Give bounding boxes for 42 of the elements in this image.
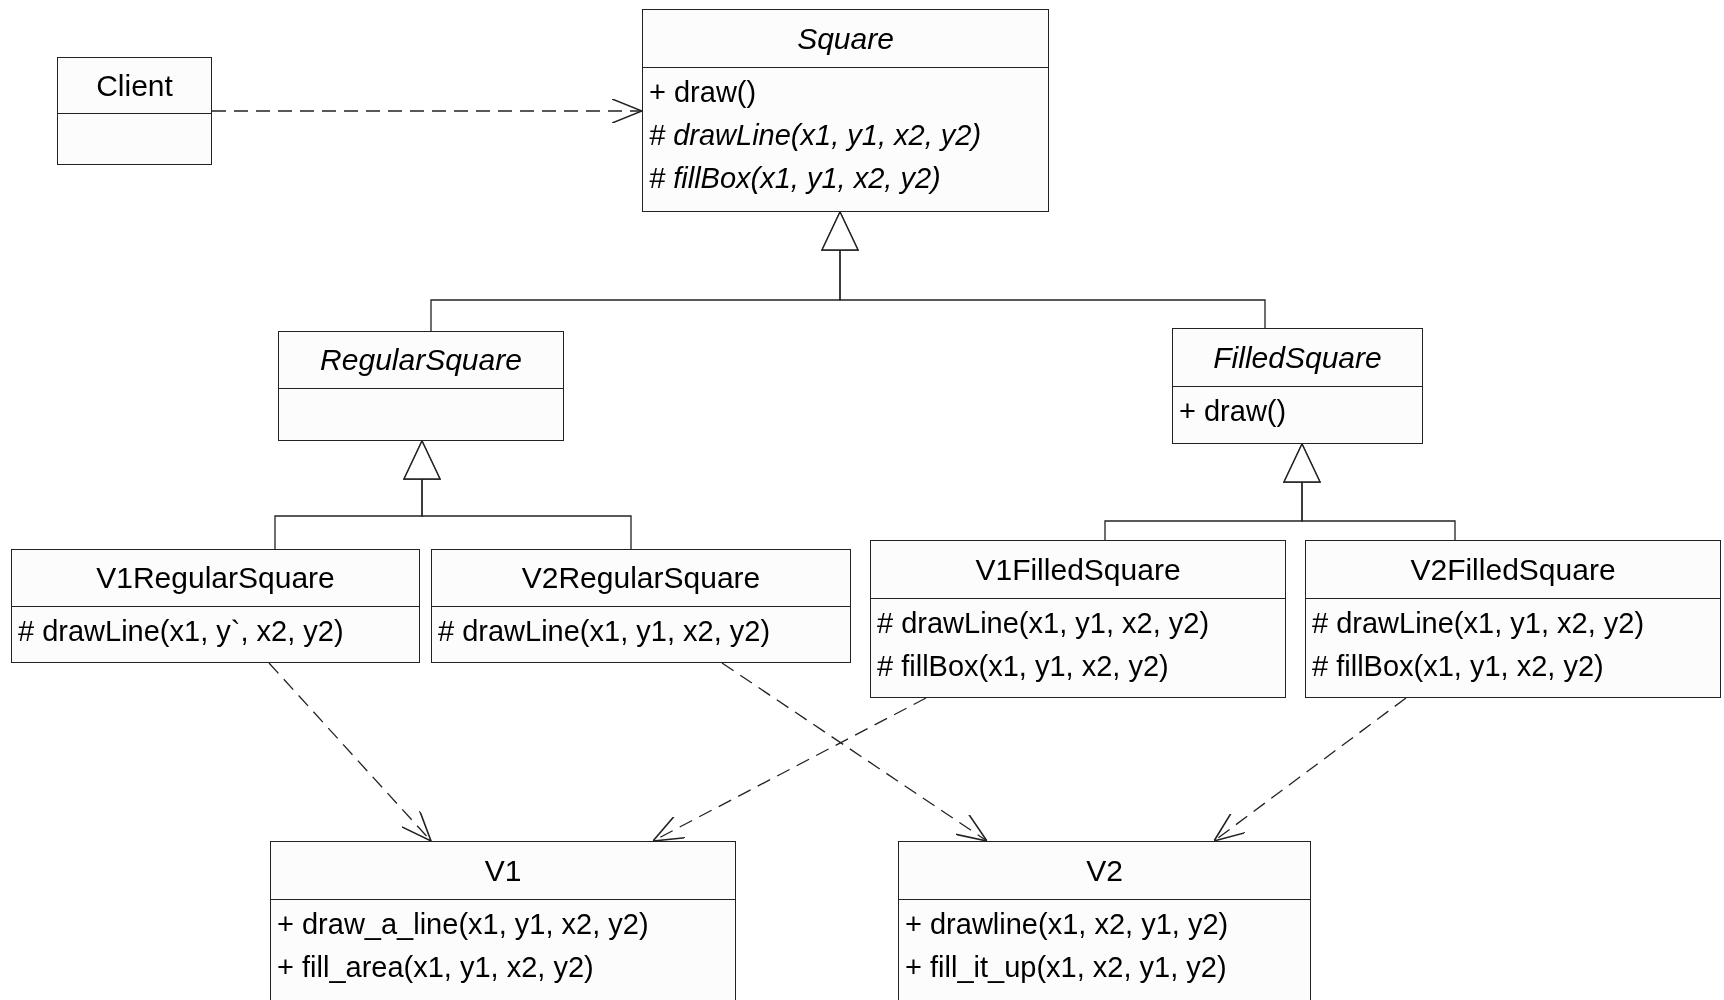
operation-text: + draw() bbox=[1179, 394, 1287, 429]
class-name: V2FilledSquare bbox=[1410, 551, 1616, 588]
dependency-arrow bbox=[652, 697, 927, 842]
dependency-arrow bbox=[268, 662, 432, 842]
class-box bbox=[642, 9, 1049, 212]
class-name: RegularSquare bbox=[320, 342, 522, 378]
inheritance-arrow bbox=[1283, 443, 1456, 541]
class-box bbox=[870, 540, 1286, 698]
class-name: V1RegularSquare bbox=[96, 560, 335, 596]
class-box bbox=[57, 57, 212, 165]
class-box bbox=[11, 549, 420, 663]
operation-text: # fillBox(x1, y1, x2, y2) bbox=[877, 649, 1170, 684]
class-box bbox=[898, 841, 1311, 1000]
operation-text: + draw_a_line(x1, y1, x2, y2) bbox=[277, 907, 649, 942]
operation-text: # fillBox(x1, y1, x2, y2) bbox=[649, 161, 942, 196]
dependency-arrow bbox=[1213, 697, 1407, 842]
operation-text: # drawLine(x1, y1, x2, y2) bbox=[877, 606, 1210, 641]
class-name: V1FilledSquare bbox=[975, 551, 1181, 588]
operation-text: # drawLine(x1, y1, x2, y2) bbox=[438, 614, 771, 649]
dependency-arrow bbox=[721, 662, 988, 842]
class-box bbox=[1305, 540, 1721, 698]
inheritance-arrow bbox=[403, 440, 632, 550]
operation-text: + fill_area(x1, y1, x2, y2) bbox=[277, 950, 595, 985]
operation-text: # fillBox(x1, y1, x2, y2) bbox=[1312, 649, 1605, 684]
class-box bbox=[1172, 328, 1423, 444]
class-box bbox=[278, 331, 564, 441]
class-name: V1 bbox=[484, 852, 522, 889]
operation-text: # drawLine(x1, y1, x2, y2) bbox=[1312, 606, 1645, 641]
class-name: V2RegularSquare bbox=[521, 560, 761, 596]
class-box bbox=[270, 841, 736, 1000]
operation-text: + draw() bbox=[649, 75, 758, 110]
operation-text: # drawLine(x1, y`, x2, y2) bbox=[18, 614, 344, 649]
class-name: V2 bbox=[1086, 852, 1123, 889]
class-name: FilledSquare bbox=[1213, 339, 1382, 376]
class-name: Client bbox=[96, 67, 173, 104]
operation-text: + drawline(x1, x2, y1, y2) bbox=[905, 907, 1229, 942]
operation-text: # drawLine(x1, y1, x2, y2) bbox=[649, 118, 982, 153]
dependency-arrow bbox=[211, 98, 643, 124]
operation-text: + fill_it_up(x1, x2, y1, y2) bbox=[905, 950, 1228, 985]
class-box bbox=[431, 549, 851, 663]
class-name: Square bbox=[797, 20, 894, 57]
inheritance-arrow bbox=[821, 211, 1266, 329]
